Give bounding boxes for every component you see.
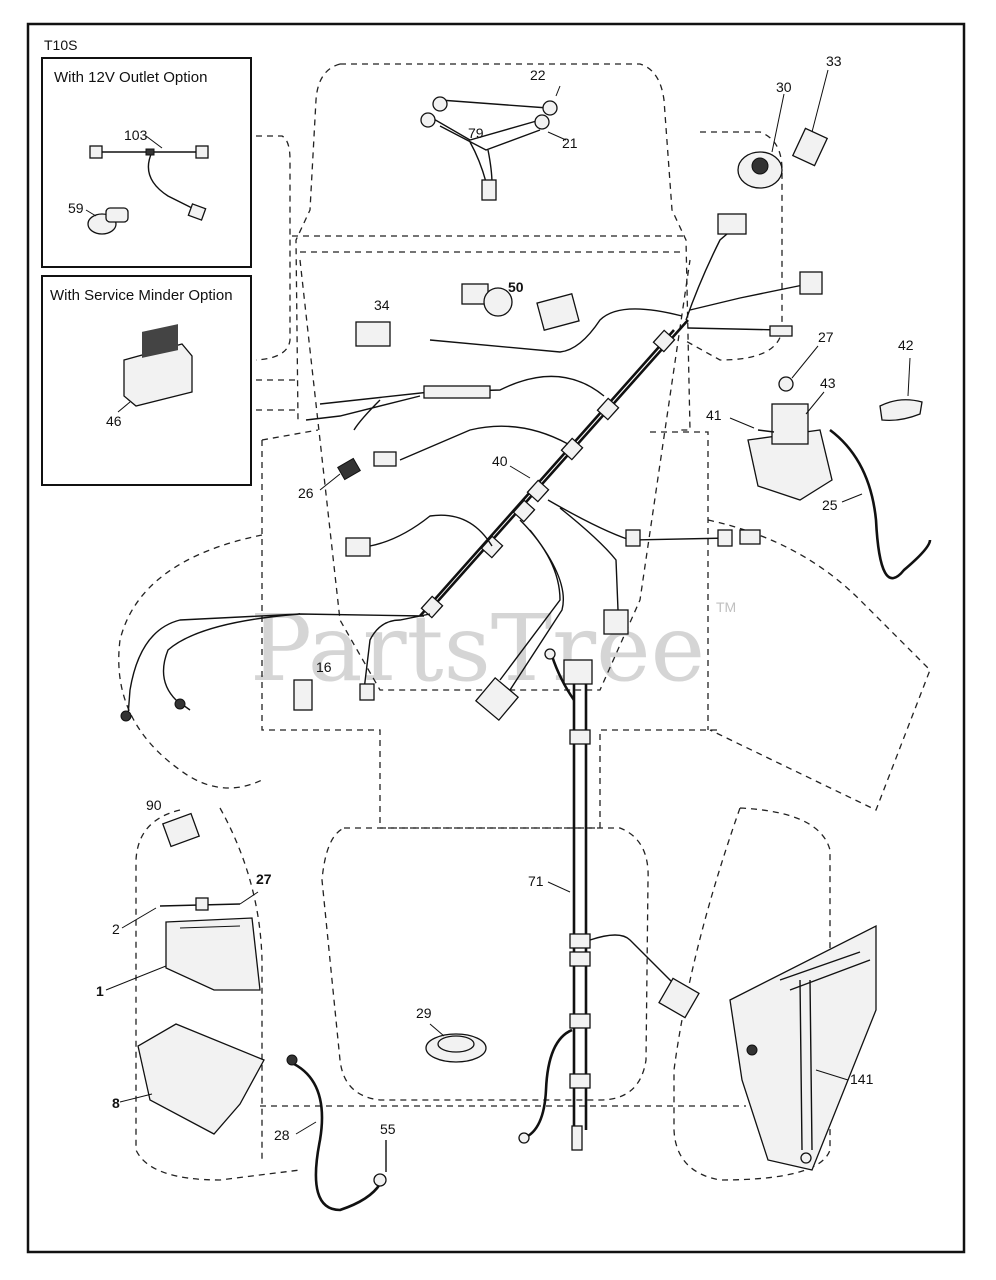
label-27-battery: 27 xyxy=(256,871,272,887)
label-34: 34 xyxy=(374,297,390,313)
outlet-option-box: With 12V Outlet Option 103 59 xyxy=(41,57,252,268)
label-1: 1 xyxy=(96,983,104,999)
label-30: 30 xyxy=(776,79,792,95)
label-55: 55 xyxy=(380,1121,396,1137)
diagram-code: T10S xyxy=(44,37,77,53)
outlet-option-title: With 12V Outlet Option xyxy=(54,69,207,86)
switch-parts: 50 34 26 16 xyxy=(293,279,580,711)
label-90: 90 xyxy=(146,797,162,813)
watermark-tm: TM xyxy=(716,599,736,615)
diagram-frame xyxy=(26,22,966,1254)
seat-switch-bracket: 141 xyxy=(729,924,877,1171)
label-42: 42 xyxy=(898,337,914,353)
headlight-harness: 22 21 79 xyxy=(420,67,578,201)
label-141: 141 xyxy=(850,1071,874,1087)
service-minder-option-box: With Service Minder Option 46 xyxy=(41,275,252,486)
label-40: 40 xyxy=(492,453,508,469)
watermark: PartsTree xyxy=(250,595,705,702)
label-103: 103 xyxy=(124,127,148,143)
ignition-switch: 30 33 xyxy=(737,53,842,189)
main-wire-harness: 40 xyxy=(120,213,823,722)
label-29: 29 xyxy=(416,1005,432,1021)
label-25: 25 xyxy=(822,497,838,513)
minder-option-title: With Service Minder Option xyxy=(50,287,233,304)
label-43: 43 xyxy=(820,375,836,391)
rear-harness: 71 xyxy=(518,648,700,1151)
label-28: 28 xyxy=(274,1127,290,1143)
label-46: 46 xyxy=(106,413,122,429)
grommet: 29 xyxy=(416,1005,487,1063)
label-33: 33 xyxy=(826,53,842,69)
tractor-outline xyxy=(118,63,931,1181)
battery-area: 90 27 2 1 8 28 55 xyxy=(96,797,396,1212)
label-2: 2 xyxy=(112,921,120,937)
starter-solenoid: 27 43 41 42 25 xyxy=(706,329,932,580)
label-8: 8 xyxy=(112,1095,120,1111)
label-59: 59 xyxy=(68,200,84,216)
label-16: 16 xyxy=(316,659,332,675)
label-21: 21 xyxy=(562,135,578,151)
label-50: 50 xyxy=(508,279,524,295)
label-71: 71 xyxy=(528,873,544,889)
label-79: 79 xyxy=(468,125,484,141)
label-22: 22 xyxy=(530,67,546,83)
label-41: 41 xyxy=(706,407,722,423)
label-26: 26 xyxy=(298,485,314,501)
label-27-nut: 27 xyxy=(818,329,834,345)
